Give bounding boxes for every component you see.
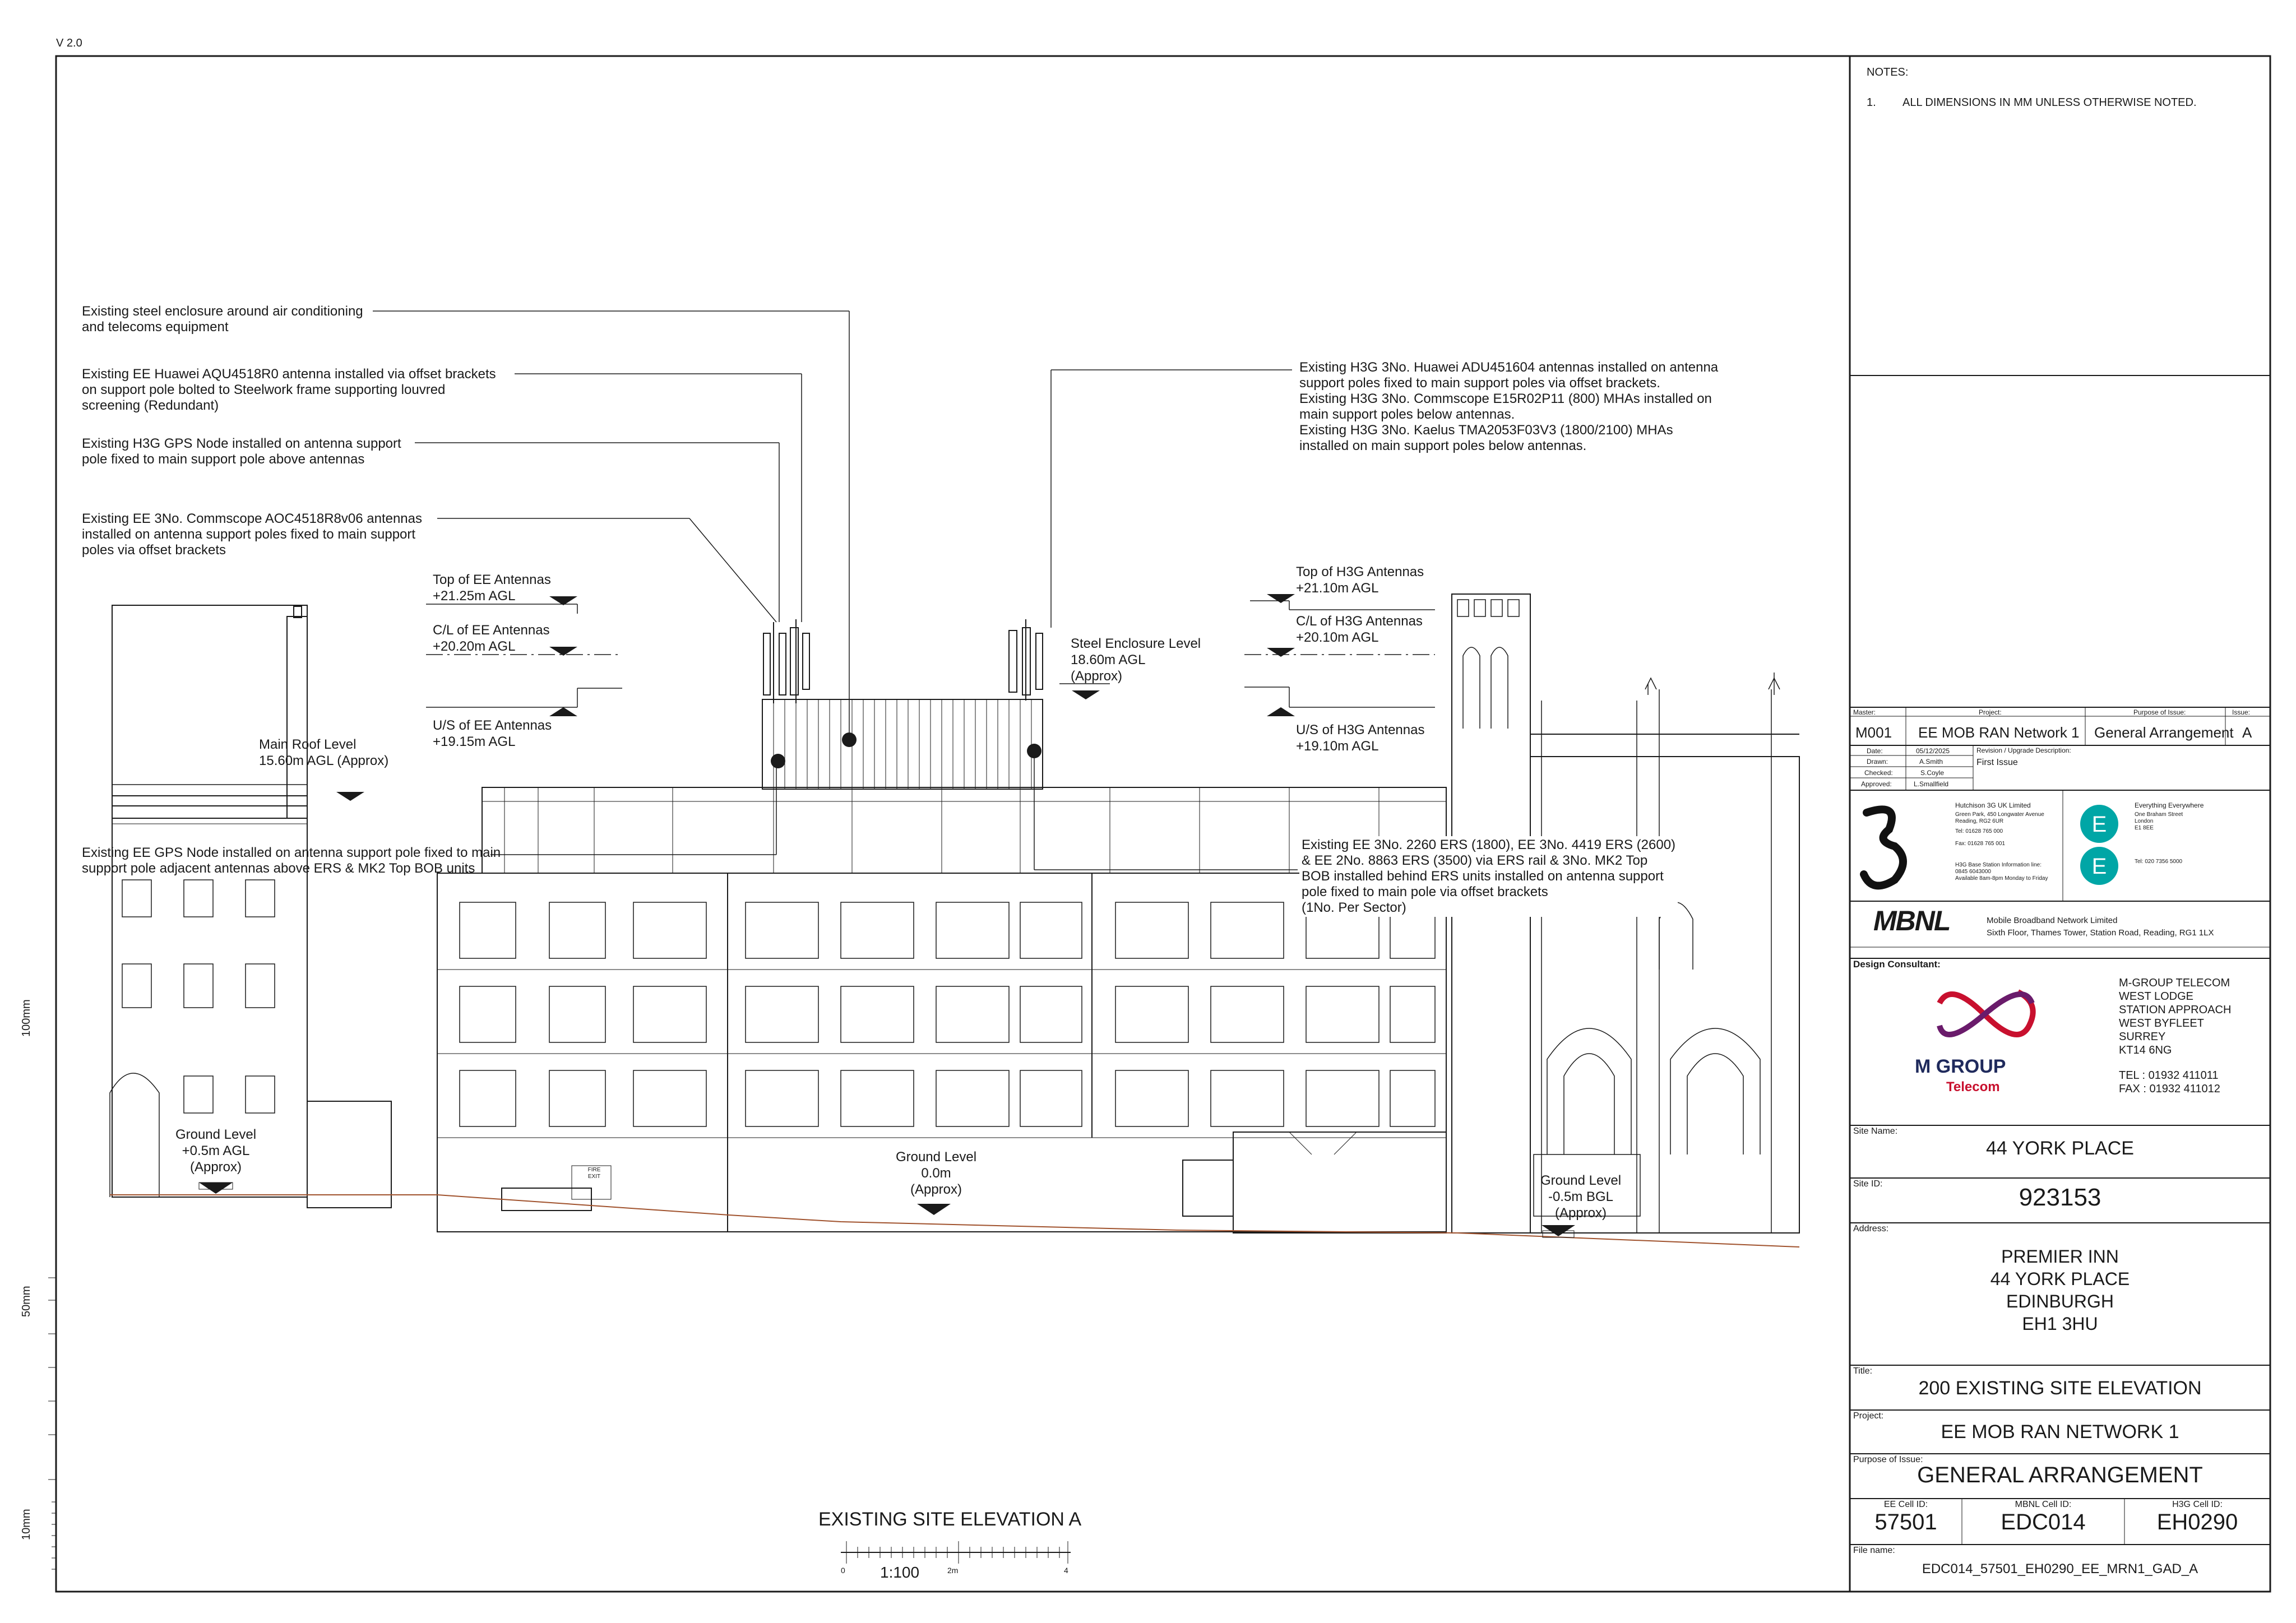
revision-label: Revision / Upgrade Description: [1976,746,2071,754]
side-scale-100mm: 100mm [20,999,33,1037]
level-top-h3g: Top of H3G Antennas +21.10m AGL [1296,564,1424,596]
ee-tel: Tel: 020 7356 5000 [2135,859,2183,865]
mbnl-company: Mobile Broadband Network Limited [1987,916,2118,925]
site-id: 923153 [2019,1184,2101,1211]
checked-label: Checked: [1864,769,1893,777]
site-name-label: Site Name: [1853,1126,1898,1136]
three-fax: Fax: 01628 765 001 [1955,841,2005,847]
file-name-label: File name: [1853,1546,1895,1555]
checked-value: S.Coyle [1920,769,1945,777]
three-address: Green Park, 450 Longwater Avenue Reading… [1955,812,2044,824]
design-consultant-label: Design Consultant: [1853,959,1941,970]
site-name: 44 YORK PLACE [1986,1138,2134,1159]
file-name: EDC014_57501_EH0290_EE_MRN1_GAD_A [1922,1561,2198,1576]
drawn-label: Drawn: [1867,758,1888,766]
project-label: Project: [1979,708,2002,716]
callout-h3g-gps: Existing H3G GPS Node installed on anten… [82,436,401,467]
level-ground-mid: Ground Level 0.0m (Approx) [895,1149,977,1197]
mbnl-cell-label: MBNL Cell ID: [2015,1500,2072,1509]
mbnl-logo: MBNL [1873,905,1951,936]
three-logo-icon [1860,805,1907,890]
three-tel: Tel: 01628 765 000 [1955,828,2003,834]
ee-address: One Braham Street London E1 8EE [2135,812,2183,831]
three-info: H3G Base Station Information line: 0845 … [1955,862,2048,882]
purpose-value: General Arrangement [2094,724,2234,741]
purpose-full-label: Purpose of Issue: [1853,1455,1923,1464]
ee-cell-label: EE Cell ID: [1883,1500,1928,1509]
level-cl-h3g: C/L of H3G Antennas +20.10m AGL [1296,614,1423,645]
level-steel-enclosure: Steel Enclosure Level 18.60m AGL (Approx… [1071,636,1201,684]
mbnl-cell-value: EDC014 [2001,1510,2086,1534]
master-label: Master: [1853,708,1876,716]
h3g-cell-value: EH0290 [2156,1510,2238,1534]
mgroup-tel: TEL : 01932 411011 [2119,1069,2219,1082]
callout-ee-gps: Existing EE GPS Node installed on antenn… [82,845,501,876]
svg-text:E: E [2092,812,2107,837]
callout-ee-huawei: Existing EE Huawei AQU4518R0 antenna ins… [82,367,496,413]
ee-company: Everything Everywhere [2135,801,2204,809]
ee-logo-icon: E E [2080,805,2118,885]
scale-tick-4: 4 [1064,1566,1068,1575]
drawing-title: EXISTING SITE ELEVATION A [818,1509,1082,1530]
note-number: 1. [1867,96,1876,109]
svg-text:E: E [2092,854,2107,879]
level-top-ee: Top of EE Antennas +21.25m AGL [433,572,551,604]
issue-label: Issue: [2232,708,2251,716]
side-scale-10mm: 10mm [20,1509,33,1540]
level-ground-right: Ground Level -0.5m BGL (Approx) [1540,1173,1622,1221]
scale-tick-0: 0 [841,1566,845,1575]
approved-label: Approved: [1861,780,1892,788]
date-label: Date: [1867,747,1883,755]
drawn-value: A.Smith [1919,758,1943,766]
level-us-h3g: U/S of H3G Antennas +19.10m AGL [1296,722,1425,754]
mgroup-logo-line2: Telecom [1946,1079,2000,1095]
level-ground-left: Ground Level +0.5m AGL (Approx) [175,1127,257,1175]
fire-exit-sign: FIRE EXIT [587,1167,601,1180]
side-scale-50mm: 50mm [20,1286,33,1317]
site-address: PREMIER INN 44 YORK PLACE EDINBURGH EH1 … [1990,1246,2130,1334]
three-company: Hutchison 3G UK Limited [1955,801,2031,809]
purpose-label: Purpose of Issue: [2133,708,2186,716]
level-us-ee: U/S of EE Antennas +19.15m AGL [433,718,552,749]
callout-ee-commscope: Existing EE 3No. Commscope AOC4518R8v06 … [82,511,422,558]
level-cl-ee: C/L of EE Antennas +20.20m AGL [433,623,550,654]
purpose-full: GENERAL ARRANGEMENT [1917,1463,2203,1487]
scale-tick-2m: 2m [947,1566,959,1575]
title-label: Title: [1853,1366,1873,1376]
project-full-label: Project: [1853,1411,1884,1421]
master-value: M001 [1855,724,1892,741]
scale-ratio: 1:100 [880,1564,920,1581]
notes-title: NOTES: [1867,66,1909,78]
site-id-label: Site ID: [1853,1179,1883,1189]
ee-cell-value: 57501 [1874,1510,1937,1534]
mbnl-address: Sixth Floor, Thames Tower, Station Road,… [1987,928,2214,938]
date-value: 05/12/2025 [1916,747,1950,755]
level-main-roof: Main Roof Level 15.60m AGL (Approx) [259,737,389,768]
project-value: EE MOB RAN Network 1 [1918,724,2080,741]
callout-steel-enclosure: Existing steel enclosure around air cond… [82,304,363,335]
h3g-cell-label: H3G Cell ID: [2172,1500,2223,1509]
mgroup-logo-line1: M GROUP [1915,1056,2006,1077]
mgroup-fax: FAX : 01932 411012 [2119,1083,2220,1095]
mgroup-address: M-GROUP TELECOM WEST LODGE STATION APPRO… [2119,977,2232,1056]
note-text: ALL DIMENSIONS IN MM UNLESS OTHERWISE NO… [1902,96,2197,109]
mgroup-logo-icon [1937,989,2036,1037]
revision-value: First Issue [1976,758,2018,767]
callout-h3g-huawei: Existing H3G 3No. Huawei ADU451604 anten… [1299,360,1719,453]
project-full: EE MOB RAN NETWORK 1 [1941,1421,2179,1443]
version-label: V 2.0 [56,37,82,49]
callout-ee-ers: Existing EE 3No. 2260 ERS (1800), EE 3No… [1299,836,1678,917]
address-label: Address: [1853,1224,1889,1234]
approved-value: L.Smallfield [1914,780,1949,788]
sheet-title: 200 EXISTING SITE ELEVATION [1918,1378,2202,1399]
issue-value: A [2242,724,2252,741]
